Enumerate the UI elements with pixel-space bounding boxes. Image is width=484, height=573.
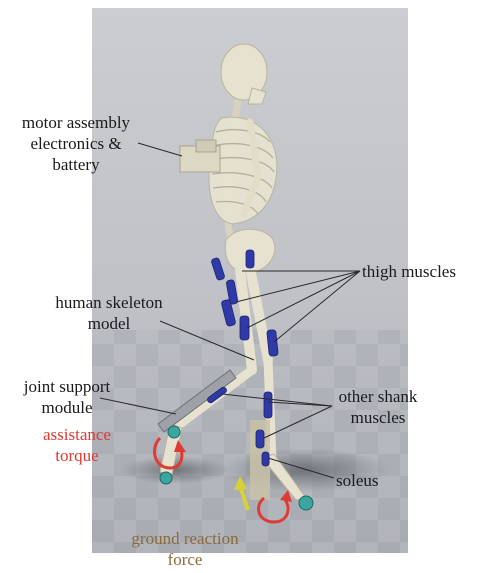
label-motor-line3: battery <box>2 154 150 175</box>
label-grf-line2: force <box>110 549 260 570</box>
label-soleus: soleus <box>336 470 379 491</box>
label-human-skeleton: human skeleton model <box>24 292 194 334</box>
heel-sphere <box>160 472 172 484</box>
label-joint-line1: joint support <box>0 376 134 397</box>
label-motor-line1: motor assembly <box>2 112 150 133</box>
toe-sphere <box>299 496 313 510</box>
label-skeleton-line1: human skeleton <box>24 292 194 313</box>
label-shank-line1: other shank <box>318 386 438 407</box>
label-motor-assembly: motor assembly electronics & battery <box>2 112 150 175</box>
label-grf-line1: ground reaction <box>110 528 260 549</box>
label-shank-muscles: other shank muscles <box>318 386 438 428</box>
label-joint-support: joint support module <box>0 376 134 418</box>
label-assist-line1: assistance <box>14 424 140 445</box>
label-skeleton-line2: model <box>24 313 194 334</box>
label-ground-reaction-force: ground reaction force <box>110 528 260 570</box>
label-shank-line2: muscles <box>318 407 438 428</box>
label-thigh-muscles: thigh muscles <box>362 261 456 282</box>
label-assistance-torque: assistance torque <box>14 424 140 466</box>
label-motor-line2: electronics & <box>2 133 150 154</box>
label-joint-line2: module <box>0 397 134 418</box>
label-assist-line2: torque <box>14 445 140 466</box>
knee-sphere <box>168 426 180 438</box>
